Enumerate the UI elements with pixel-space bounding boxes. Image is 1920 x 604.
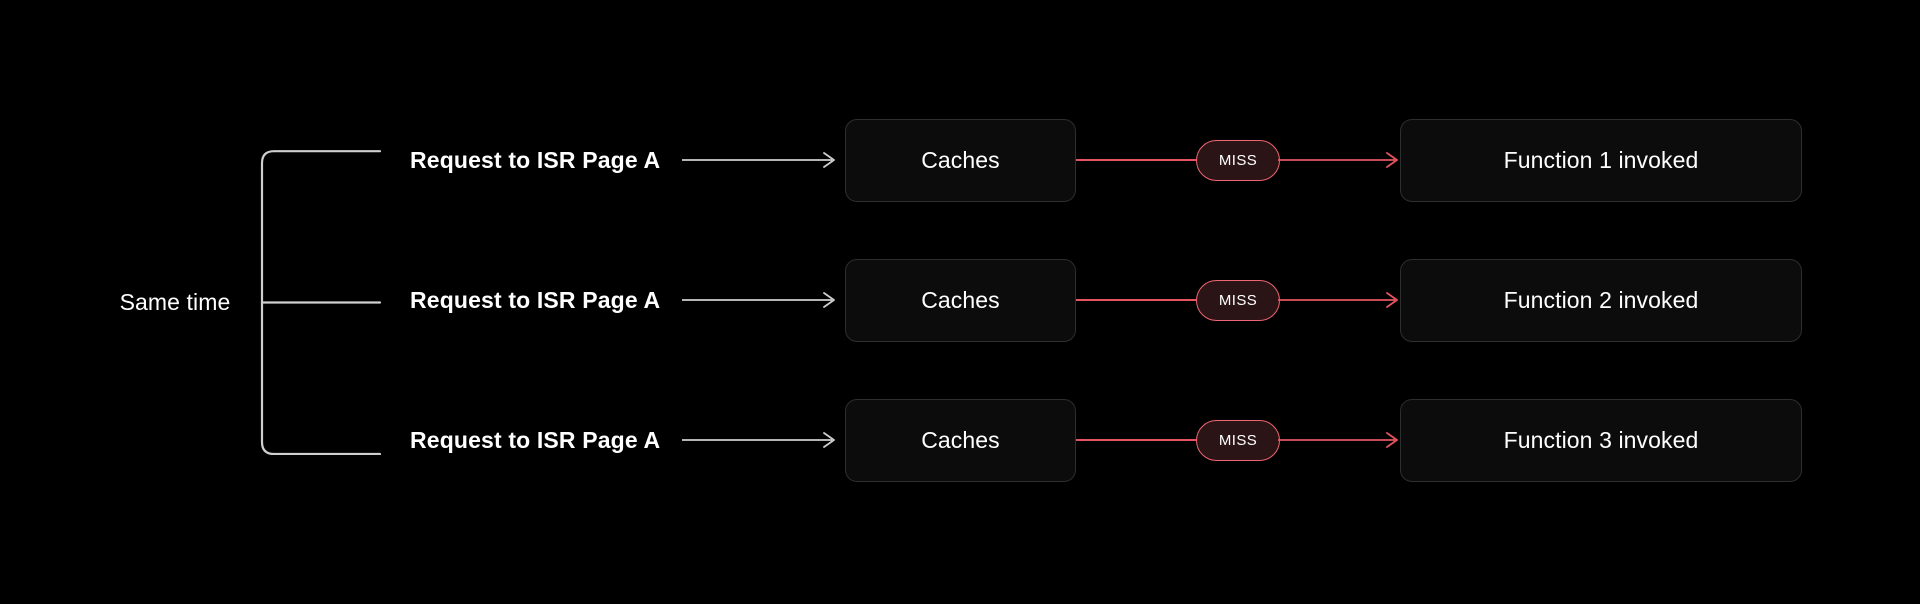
request-label: Request to ISR Page A: [410, 147, 661, 173]
grouping-bracket: [260, 150, 382, 455]
connector-cache-to-miss: [1076, 299, 1197, 301]
arrow-request-to-cache-icon: [682, 432, 835, 448]
arrow-request-to-cache-icon: [682, 292, 835, 308]
flow-row: Request to ISR Page A Caches MISS Functi…: [0, 242, 1920, 362]
function-node-label: Function 1 invoked: [1503, 147, 1699, 173]
cache-node[interactable]: Caches: [845, 399, 1076, 482]
status-badge-miss: MISS: [1196, 140, 1280, 181]
cache-node-label: Caches: [921, 427, 1000, 453]
connector-cache-to-miss: [1076, 159, 1197, 161]
cache-node-label: Caches: [921, 147, 1000, 173]
request-label: Request to ISR Page A: [410, 427, 661, 453]
arrow-miss-to-function-icon: [1278, 432, 1398, 448]
function-node-label: Function 3 invoked: [1503, 427, 1699, 453]
status-badge-label: MISS: [1218, 432, 1258, 449]
cache-node[interactable]: Caches: [845, 259, 1076, 342]
function-node-label: Function 2 invoked: [1503, 287, 1699, 313]
flow-row: Request to ISR Page A Caches MISS Functi…: [0, 102, 1920, 222]
status-badge-miss: MISS: [1196, 280, 1280, 321]
cache-node-label: Caches: [921, 287, 1000, 313]
flow-row: Request to ISR Page A Caches MISS Functi…: [0, 382, 1920, 502]
arrow-request-to-cache-icon: [682, 152, 835, 168]
status-badge-label: MISS: [1218, 292, 1258, 309]
request-label: Request to ISR Page A: [410, 287, 661, 313]
arrow-miss-to-function-icon: [1278, 292, 1398, 308]
same-time-label: Same time: [119, 289, 231, 315]
function-node[interactable]: Function 2 invoked: [1400, 259, 1802, 342]
function-node[interactable]: Function 1 invoked: [1400, 119, 1802, 202]
cache-node[interactable]: Caches: [845, 119, 1076, 202]
status-badge-miss: MISS: [1196, 420, 1280, 461]
function-node[interactable]: Function 3 invoked: [1400, 399, 1802, 482]
arrow-miss-to-function-icon: [1278, 152, 1398, 168]
connector-cache-to-miss: [1076, 439, 1197, 441]
status-badge-label: MISS: [1218, 152, 1258, 169]
